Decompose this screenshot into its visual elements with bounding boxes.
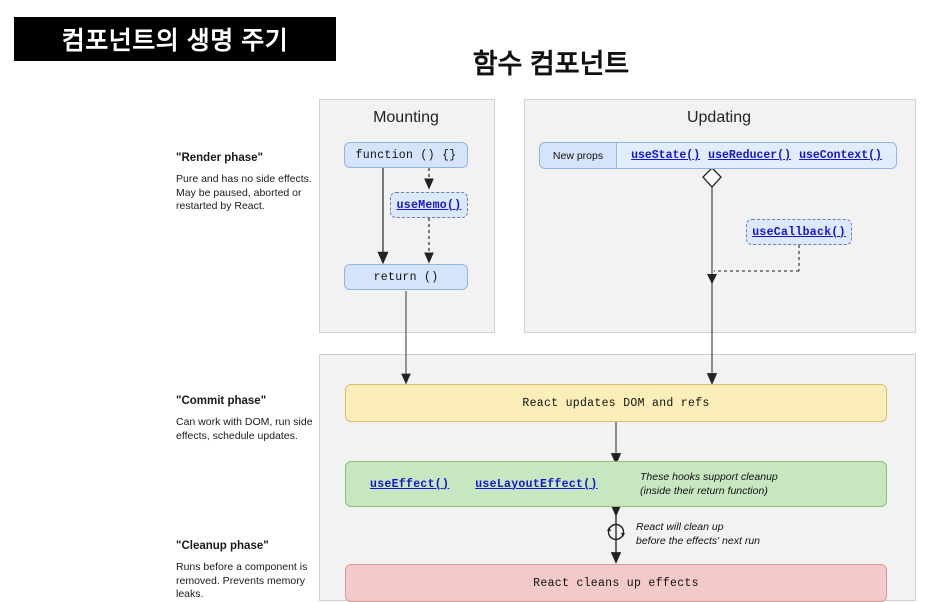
node-use-callback[interactable]: useCallback() — [746, 219, 852, 245]
node-return[interactable]: return () — [344, 264, 468, 290]
slide-banner-title: 컴포넌트의 생명 주기 — [14, 17, 336, 61]
note-commit-phase-body: Can work with DOM, run side effects, sch… — [176, 416, 313, 442]
effect-cleanup-note-line2: (inside their return function) — [640, 484, 768, 497]
cleanup-timing-note-line2: before the effects' next run — [636, 534, 760, 547]
node-effect-hooks[interactable]: useEffect() useLayoutEffect() — [345, 461, 887, 507]
use-effect-link[interactable]: useEffect() — [370, 477, 450, 491]
note-render-phase: "Render phase" Pure and has no side effe… — [176, 152, 326, 214]
note-cleanup-phase-body: Runs before a component is removed. Prev… — [176, 561, 308, 600]
use-reducer-link[interactable]: useReducer() — [708, 149, 791, 162]
use-context-link[interactable]: useContext() — [799, 149, 882, 162]
note-cleanup-phase: "Cleanup phase" Runs before a component … — [176, 540, 326, 602]
effect-cleanup-note: These hooks support cleanup (inside thei… — [640, 471, 860, 498]
note-render-phase-body: Pure and has no side effects. May be pau… — [176, 173, 312, 212]
node-new-props[interactable]: New props — [552, 149, 604, 162]
panel-updating — [524, 99, 916, 333]
update-hooks-group: useState() useReducer() useContext() — [616, 143, 896, 168]
page-title: 함수 컴포넌트 — [472, 49, 630, 79]
note-cleanup-phase-heading: "Cleanup phase" — [176, 540, 269, 552]
note-commit-phase: "Commit phase" Can work with DOM, run si… — [176, 395, 326, 443]
node-update-triggers[interactable]: New props useState() useReducer() useCon… — [539, 142, 897, 169]
use-state-link[interactable]: useState() — [631, 149, 701, 162]
node-react-updates-dom[interactable]: React updates DOM and refs — [345, 384, 887, 422]
note-commit-phase-heading: "Commit phase" — [176, 395, 267, 407]
node-function-declaration[interactable]: function () {} — [344, 142, 468, 168]
cleanup-timing-note-line1: React will clean up — [636, 521, 724, 533]
node-use-memo[interactable]: useMemo() — [390, 192, 468, 218]
note-render-phase-heading: "Render phase" — [176, 152, 263, 164]
use-memo-link[interactable]: useMemo() — [396, 198, 462, 212]
node-react-cleans-up-effects[interactable]: React cleans up effects — [345, 564, 887, 602]
use-layout-effect-link[interactable]: useLayoutEffect() — [475, 477, 598, 491]
effect-cleanup-note-line1: These hooks support cleanup — [640, 471, 778, 483]
cleanup-timing-note: React will clean up before the effects' … — [636, 521, 866, 548]
panel-mounting-title: Mounting — [373, 109, 439, 126]
use-callback-link[interactable]: useCallback() — [752, 225, 846, 239]
panel-updating-title: Updating — [686, 109, 752, 126]
